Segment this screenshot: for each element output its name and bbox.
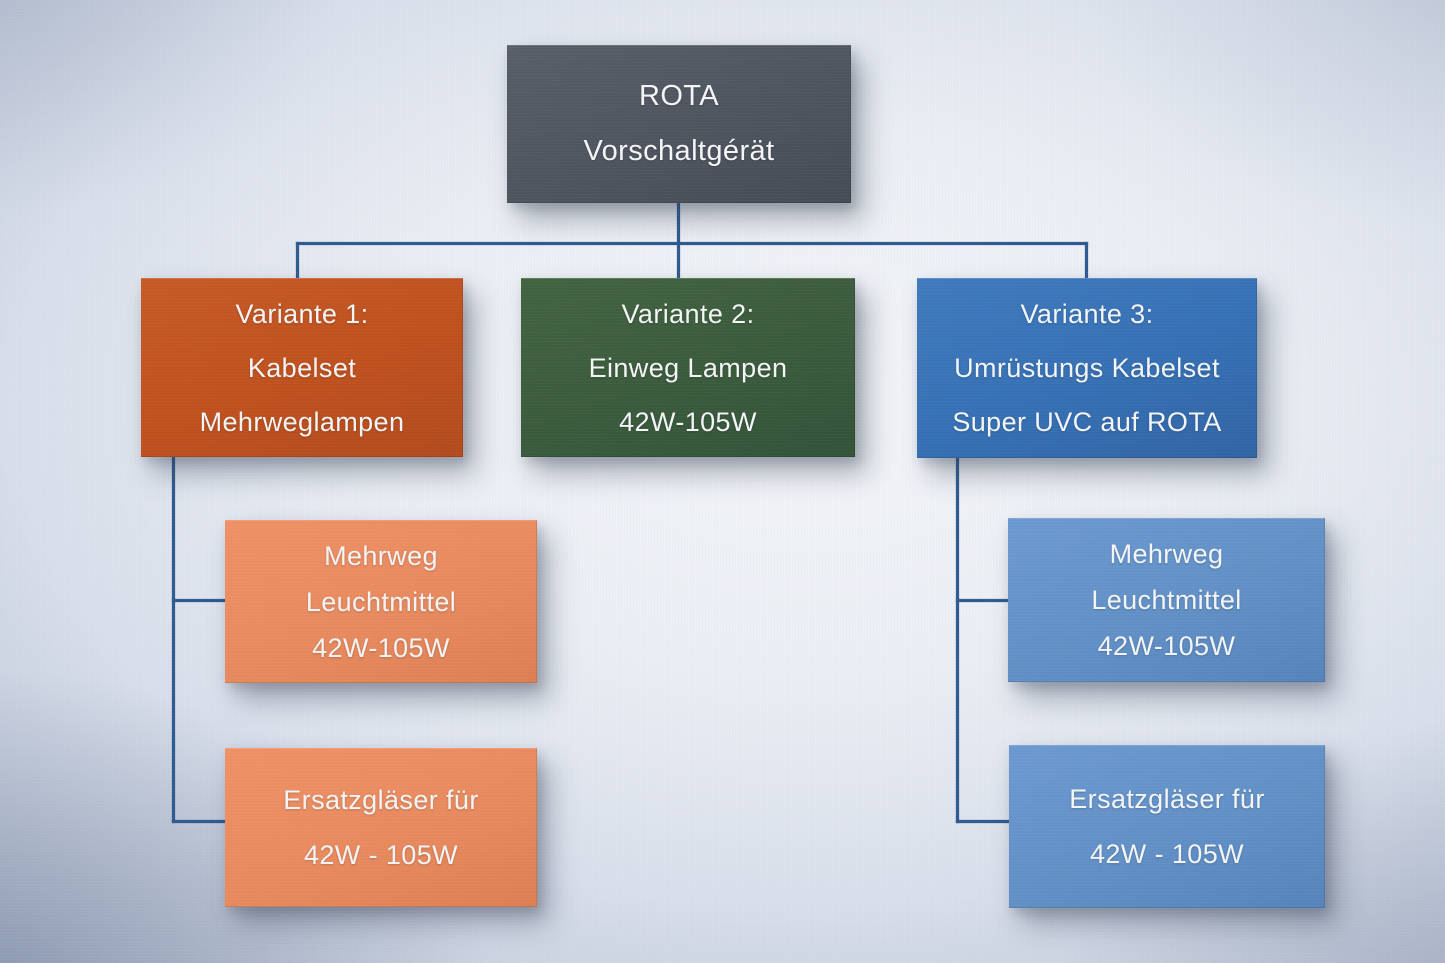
connector-drop-variante1	[296, 242, 299, 278]
node-label-line: Variante 3:	[1020, 299, 1154, 329]
node-label-line: 42W-105W	[1097, 631, 1236, 661]
connector-variante3-stem	[956, 458, 959, 823]
node-label-line: ROTA	[638, 80, 719, 112]
node-label-line: Leuchtmittel	[1091, 585, 1242, 615]
node-label-line: 42W-105W	[312, 632, 450, 663]
connector-main-horizontal	[296, 242, 1088, 245]
node-label-line: Vorschaltgérät	[583, 135, 775, 167]
node-rota-vorschaltgeraet: ROTA Vorschaltgérät	[507, 45, 851, 203]
connector-variante1-branch2	[172, 820, 225, 823]
connector-variante1-branch1	[172, 599, 225, 602]
node-label-line: Ersatzgläser für	[283, 784, 479, 815]
node-label-line: Mehrweg	[324, 540, 438, 571]
connector-variante3-branch1	[956, 599, 1008, 602]
node-variante1-ersatzglaeser: Ersatzgläser für 42W - 105W	[225, 748, 537, 907]
node-label-line: Variante 1:	[235, 298, 369, 329]
connector-variante1-stem	[172, 457, 175, 823]
node-variante-3: Variante 3: Umrüstungs Kabelset Super UV…	[917, 278, 1257, 458]
node-label-line: Mehrweg	[1109, 539, 1224, 569]
node-label-line: Mehrweglampen	[199, 406, 405, 437]
node-label-line: Leuchtmittel	[305, 586, 457, 617]
node-variante1-mehrweg-leuchtmittel: Mehrweg Leuchtmittel 42W-105W	[225, 520, 537, 683]
node-label-line: Super UVC auf ROTA	[952, 407, 1222, 437]
node-variante3-ersatzglaeser: Ersatzgläser für 42W - 105W	[1009, 745, 1325, 908]
node-label-line: 42W - 105W	[303, 839, 459, 870]
node-label-line: 42W - 105W	[1089, 838, 1245, 869]
connector-root-to-variante2	[677, 203, 680, 278]
connector-drop-variante3	[1085, 242, 1088, 278]
connector-variante3-branch2	[956, 820, 1009, 823]
node-variante-2: Variante 2: Einweg Lampen 42W-105W	[521, 278, 855, 457]
node-variante3-mehrweg-leuchtmittel: Mehrweg Leuchtmittel 42W-105W	[1008, 518, 1325, 682]
node-label-line: Ersatzgläser für	[1069, 783, 1265, 814]
node-label-line: 42W-105W	[619, 406, 757, 437]
node-variante-1: Variante 1: Kabelset Mehrweglampen	[141, 278, 463, 457]
node-label-line: Kabelset	[247, 352, 357, 383]
node-label-line: Einweg Lampen	[588, 352, 788, 383]
node-label-line: Umrüstungs Kabelset	[954, 353, 1220, 383]
node-label-line: Variante 2:	[621, 298, 755, 329]
